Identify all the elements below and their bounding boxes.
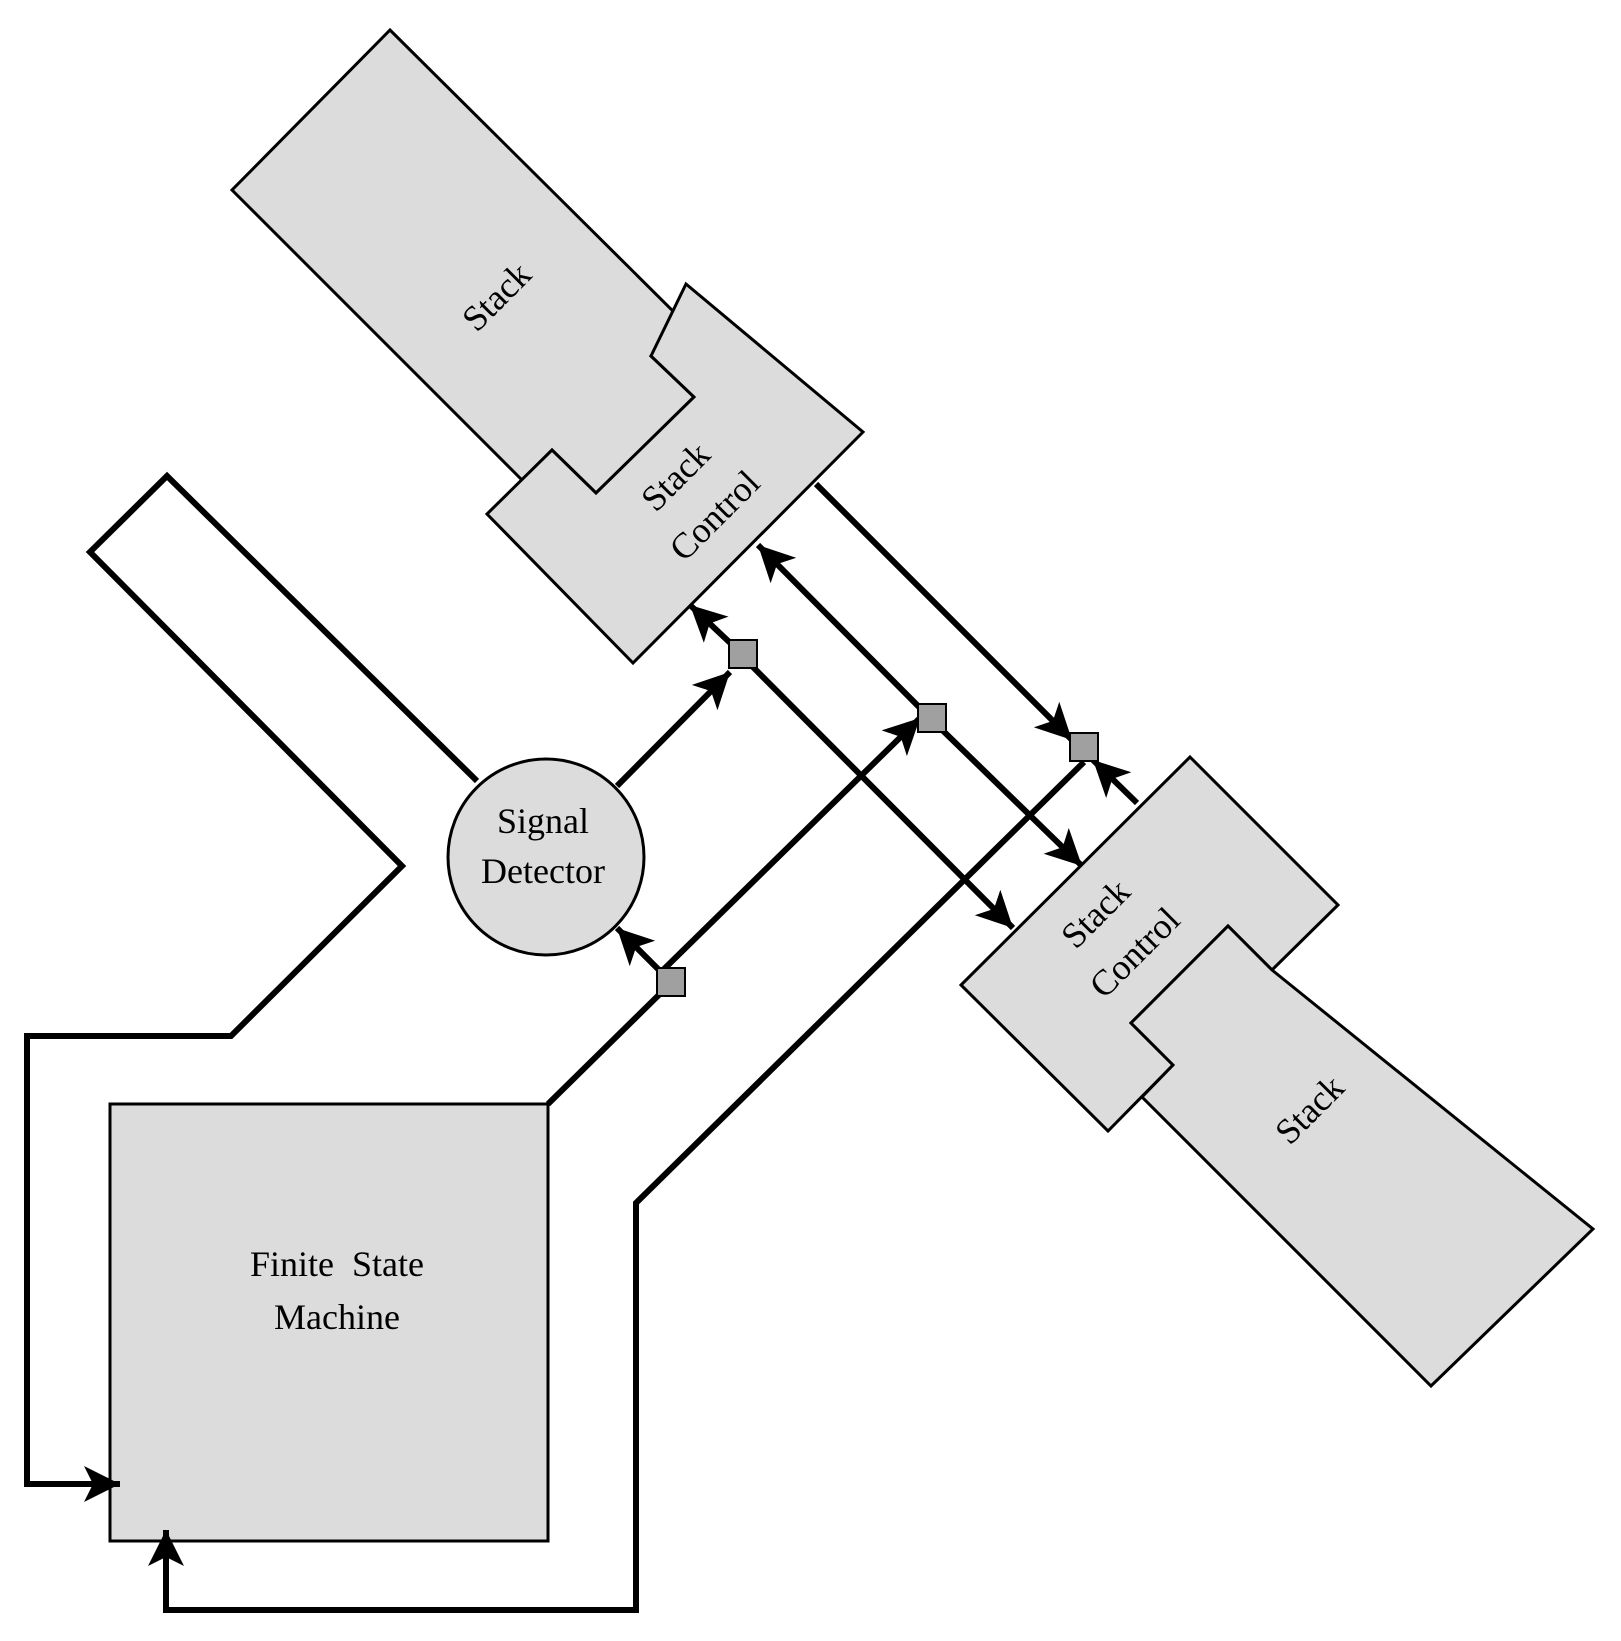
- fsm-block: [108, 1102, 550, 1543]
- signal-detector-label-line2: Detector: [481, 851, 605, 891]
- stack-top-block: [229, 27, 697, 496]
- junction-right: [1069, 732, 1099, 762]
- signal-detector-label-line1: Signal: [497, 801, 589, 841]
- wire-to-stack-control-top-b: [755, 542, 935, 723]
- wire-to-detector: [614, 925, 664, 975]
- wire-stack-control-top-to-right-junction: [813, 481, 1075, 743]
- fsm-label-line2: Machine: [274, 1297, 400, 1337]
- wire-to-stack-control-bottom-b: [931, 719, 1085, 869]
- junction-bottom: [656, 967, 686, 997]
- fsm-label-line1: Finite State: [250, 1244, 424, 1284]
- wire-stack-control-bottom-to-right-junction: [1090, 757, 1140, 806]
- stack-bottom-block: [1128, 923, 1596, 1389]
- stack-control-top-block: [484, 281, 866, 666]
- fsm-output-wire: [545, 979, 675, 1107]
- detector-output-wire: [614, 669, 733, 789]
- wire-to-stack-control-bottom-a: [740, 654, 1016, 931]
- wire-to-mid-junction: [658, 715, 923, 975]
- junction-mid: [917, 703, 947, 733]
- junction-top: [728, 639, 758, 669]
- signal-detector-circle: [446, 757, 646, 957]
- loop-wire: [24, 471, 480, 1487]
